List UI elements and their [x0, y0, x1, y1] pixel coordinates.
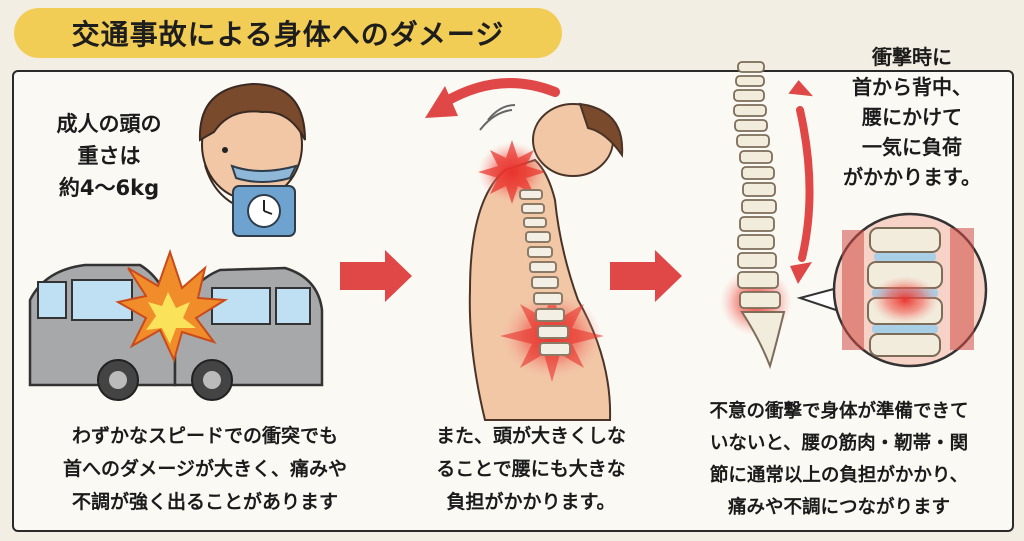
load-range-arrow [788, 80, 814, 284]
page-title: 交通事故による身体へのダメージ [71, 18, 505, 51]
whiplash-body-illustration [468, 102, 624, 421]
weight-scale-icon [230, 164, 298, 237]
arrow-right-1 [340, 250, 412, 302]
impact-load-text: 衝撃時に 首から背中、 腰にかけて 一気に負荷 がかかります。 [843, 45, 981, 189]
head-weight-text: 成人の頭の 重さは 約4〜6kg [56, 112, 162, 200]
title-banner: 交通事故による身体へのダメージ [14, 8, 562, 58]
zoom-spine-detail [796, 212, 988, 368]
caption-crash: わずかなスピードでの衝突でも 首へのダメージが大きく、痛みや 不調が強く出ること… [62, 425, 348, 513]
caption-head: また、頭が大きくしな ることで腰にも大きな 負担がかかります。 [435, 425, 626, 513]
head-motion-arrow [425, 78, 560, 118]
arrow-right-2 [610, 250, 682, 302]
car-crash-illustration [28, 248, 324, 401]
spine-illustration [720, 61, 792, 370]
caption-body: 不意の衝撃で身体が準備できて いないと、腰の筋肉・靭帯・関 節に通常以上の負担が… [709, 401, 969, 518]
